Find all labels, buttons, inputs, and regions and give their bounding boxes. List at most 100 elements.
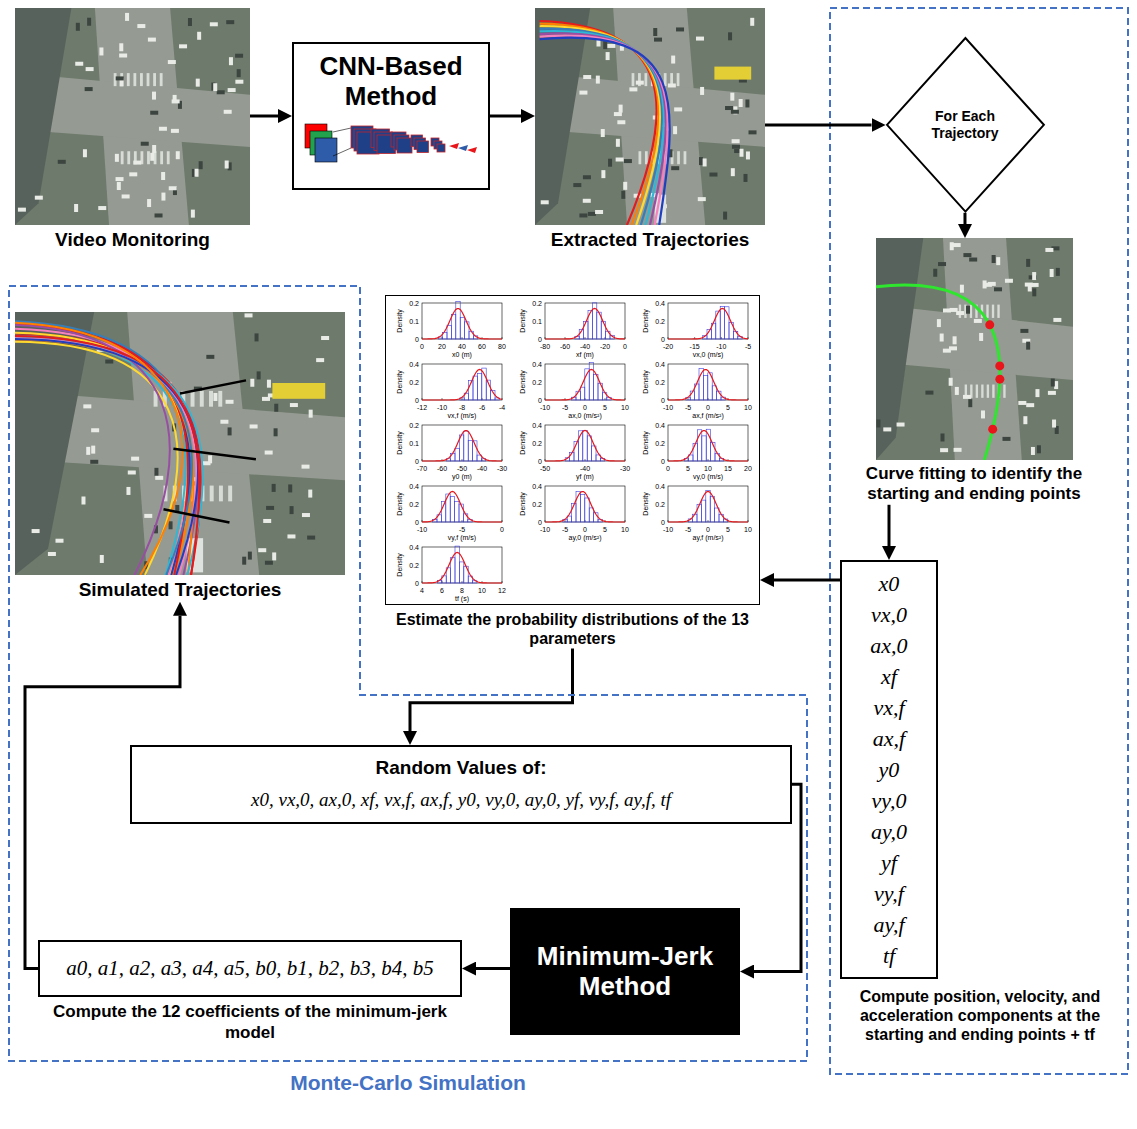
density-curve [545, 369, 625, 400]
vehicle [1053, 318, 1061, 322]
parameter-list-box: x0vx,0ax,0xfvx,fax,fy0vy,0ay,0yfvy,fay,f… [840, 560, 1120, 1045]
bus [714, 67, 751, 80]
vehicle [133, 161, 141, 165]
vehicle [1036, 445, 1040, 453]
vehicle [969, 258, 977, 262]
axis-label: -60 [437, 465, 447, 472]
vehicle [119, 53, 127, 57]
trajectory [15, 339, 198, 575]
crosswalk [684, 151, 687, 164]
axis-label: 0.2 [532, 300, 542, 307]
vehicle [48, 552, 56, 556]
axis-title: Density [396, 431, 403, 454]
axis-label: 0 [661, 519, 665, 526]
density-curve [422, 309, 502, 339]
vehicle [745, 99, 749, 107]
axis-label: 0.2 [532, 501, 542, 508]
histogram-bar [460, 318, 464, 339]
axis-label: -5 [459, 526, 465, 533]
output-arrow [458, 145, 468, 151]
vehicle [308, 490, 312, 498]
vehicle [122, 194, 130, 198]
vehicle [55, 539, 63, 543]
axis-label: -10 [663, 404, 673, 411]
crosswalk [644, 73, 647, 86]
vehicle [105, 360, 113, 364]
vehicle [636, 81, 644, 85]
vehicle [1030, 447, 1034, 455]
vehicle [287, 534, 295, 538]
plot-axes [545, 303, 625, 339]
vehicle [949, 308, 957, 312]
box-caption: Compute the 12 coefficients of the minim… [38, 1002, 462, 1043]
vehicle [1004, 279, 1012, 283]
trajectory [540, 33, 666, 225]
process-box: a0, a1, a2, a3, a4, a5, b0, b1, b2, b3, … [38, 940, 462, 1043]
vehicle [226, 20, 234, 24]
histogram-bar [451, 314, 455, 339]
vehicle [83, 404, 91, 408]
feature-map [417, 141, 429, 153]
vehicle [266, 506, 274, 510]
vehicle [272, 552, 276, 560]
axis-label: 6 [440, 587, 444, 594]
density-curve [545, 430, 625, 461]
axis-label: -5 [685, 526, 691, 533]
axis-label: yf (m) [576, 473, 594, 480]
axis-label: 0.4 [409, 544, 419, 551]
axis-label: 0.1 [409, 440, 419, 447]
crosswalk [986, 385, 988, 398]
vehicle [245, 313, 253, 317]
crosswalk [219, 486, 223, 502]
vehicle [750, 18, 754, 26]
crosswalk [228, 486, 232, 502]
axis-label: 0 [415, 336, 419, 343]
vehicle [100, 555, 104, 563]
vehicle [673, 126, 677, 134]
plot-axes [668, 303, 748, 339]
density-curve [668, 308, 748, 339]
crosswalk [632, 73, 635, 86]
axis-label: 20 [744, 465, 752, 472]
vehicle [583, 175, 591, 179]
axis-label: 8 [460, 587, 464, 594]
axis-label: -50 [540, 465, 550, 472]
axis-label: -5 [562, 526, 568, 533]
vehicle [228, 88, 236, 92]
axis-label: tf (s) [455, 595, 469, 602]
gate-line [173, 449, 256, 460]
vehicle [116, 76, 124, 80]
axis-label: 0.4 [655, 422, 665, 429]
flow-arrow [963, 213, 966, 224]
axis-title: Density [396, 553, 403, 576]
vehicle [90, 460, 98, 464]
flow-arrow [888, 505, 891, 546]
vehicle [75, 62, 83, 66]
vehicle [939, 334, 943, 342]
plot-axes [545, 364, 625, 400]
vehicle [949, 242, 953, 250]
key-point [988, 425, 997, 434]
vehicle [161, 172, 165, 180]
vehicle [1024, 283, 1032, 287]
crosswalk [969, 305, 971, 318]
axis-label: 0.2 [409, 562, 419, 569]
vehicle [739, 99, 743, 107]
vehicle [583, 199, 591, 203]
vehicle [307, 536, 315, 540]
vehicle [746, 151, 750, 159]
axis-label: 10 [478, 587, 486, 594]
axis-label: 0.2 [532, 379, 542, 386]
vehicle [154, 468, 158, 476]
trajectory [15, 333, 201, 575]
vehicle [709, 173, 717, 177]
axis-label: 0.4 [655, 300, 665, 307]
building [15, 312, 94, 575]
crosswalk [677, 151, 680, 164]
parameter-name: xf [842, 661, 936, 692]
coefficient-list: a0, a1, a2, a3, a4, a5, b0, b1, b2, b3, … [46, 956, 454, 981]
vehicle [137, 24, 145, 28]
vehicle [1032, 288, 1036, 296]
process-box: CNN-Based Method [292, 42, 490, 190]
image-panel: Extracted Trajectories [535, 8, 765, 252]
